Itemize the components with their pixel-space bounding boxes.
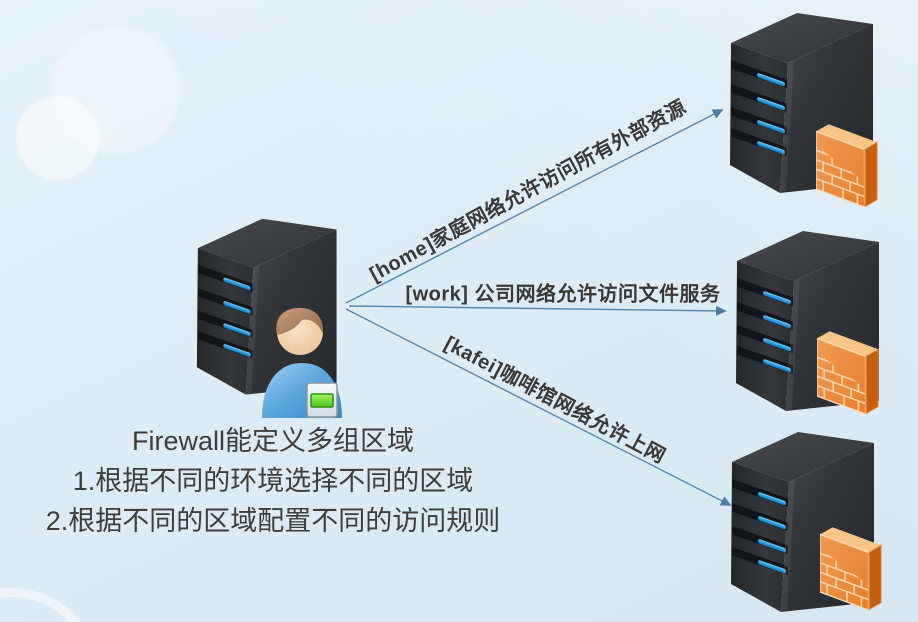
caption-title: Firewall能定义多组区域 [131,426,414,456]
background-circle-small [16,96,100,180]
arrow-work [348,305,727,316]
connection-label-work: [work] 公司网络允许访问文件服务 [405,283,721,306]
firewall-icon-work [817,323,889,415]
background-circle-large [52,26,180,154]
firewall-icon-kafei [820,519,892,611]
caption-block: Firewall能定义多组区域 1.根据不同的环境选择不同的区域 2.根据不同的… [8,421,538,541]
background-ring [0,588,100,622]
firewall-icon-home [816,116,888,208]
arrow-home [345,109,724,304]
connection-label-home: [home]家庭网络允许访问所有外部资源 [366,96,691,286]
caption-point-2: 2.根据不同的区域配置不同的访问规则 [45,506,501,536]
caption-point-1: 1.根据不同的环境选择不同的区域 [72,466,474,496]
user-icon [260,304,344,418]
